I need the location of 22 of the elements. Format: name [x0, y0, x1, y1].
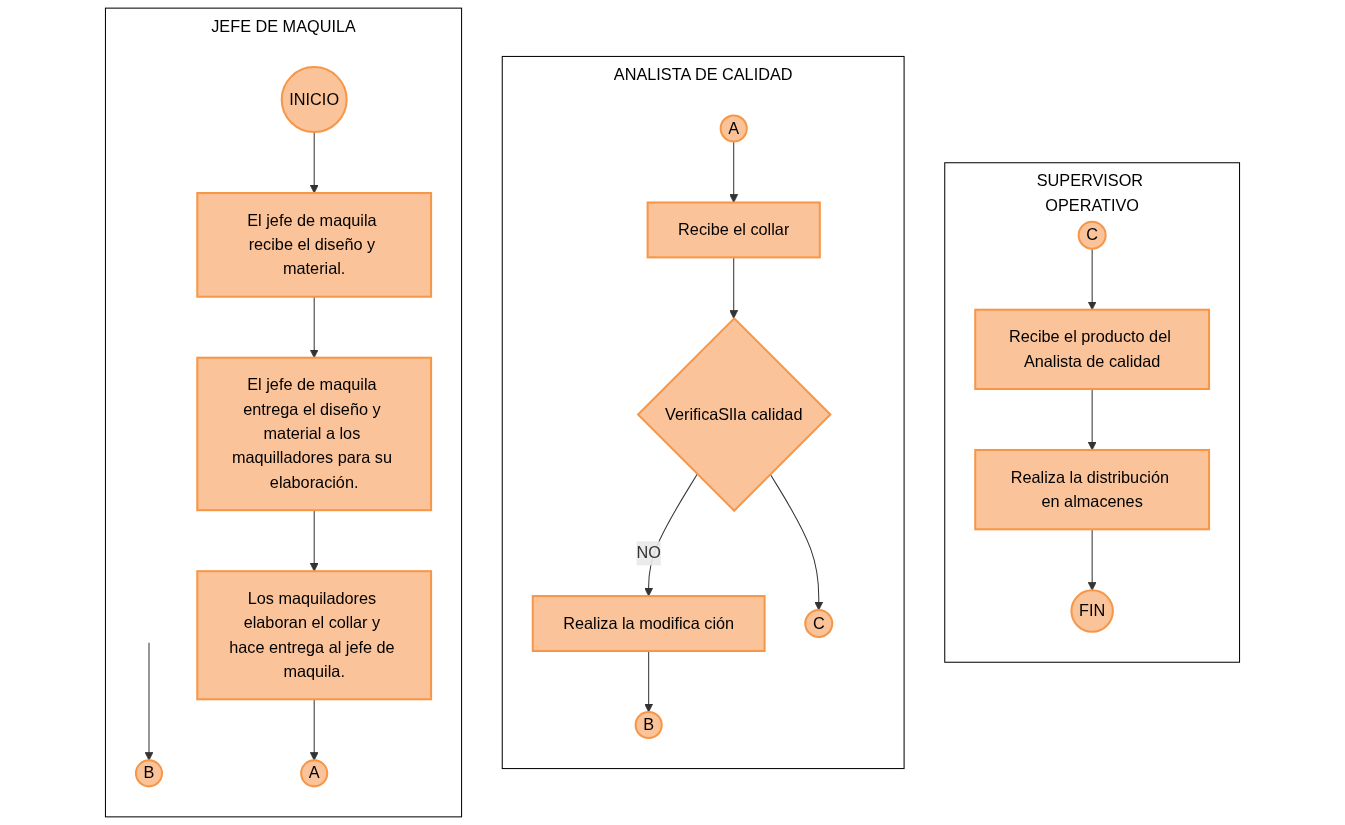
node-circle: B	[134, 759, 164, 788]
node-circle: INICIO	[280, 66, 348, 134]
node-circle: A	[719, 114, 748, 143]
node-circle: C	[1077, 220, 1107, 250]
arrow	[309, 131, 319, 194]
arrow	[729, 141, 739, 203]
node-circle: FIN	[1070, 589, 1114, 633]
arrow	[769, 473, 824, 611]
edge-label: NO	[636, 544, 661, 562]
node-circle: C	[804, 609, 834, 639]
node-box: Realiza la distribución en almacenes	[974, 449, 1211, 531]
arrow	[144, 642, 154, 761]
node-circle: B	[634, 710, 663, 740]
node-box: Recibe el producto del Analista de calidad	[974, 308, 1211, 391]
node-box: Realiza la modifica ción	[531, 595, 766, 652]
node-box: El jefe de maquila recibe el diseño y material.	[196, 192, 433, 298]
node-box: Recibe el collar	[646, 201, 821, 259]
node-diamond: VerificaSlIa calidad	[636, 316, 832, 513]
node-box: El jefe de maquila entrega el diseño y material a los maquilladores para su elaboración.	[196, 356, 433, 512]
node-circle: A	[300, 759, 329, 788]
node-box: Los maquiladores elaboran el collar y hace entrega al jefe de maquila.	[196, 570, 433, 701]
arrow	[644, 650, 654, 713]
